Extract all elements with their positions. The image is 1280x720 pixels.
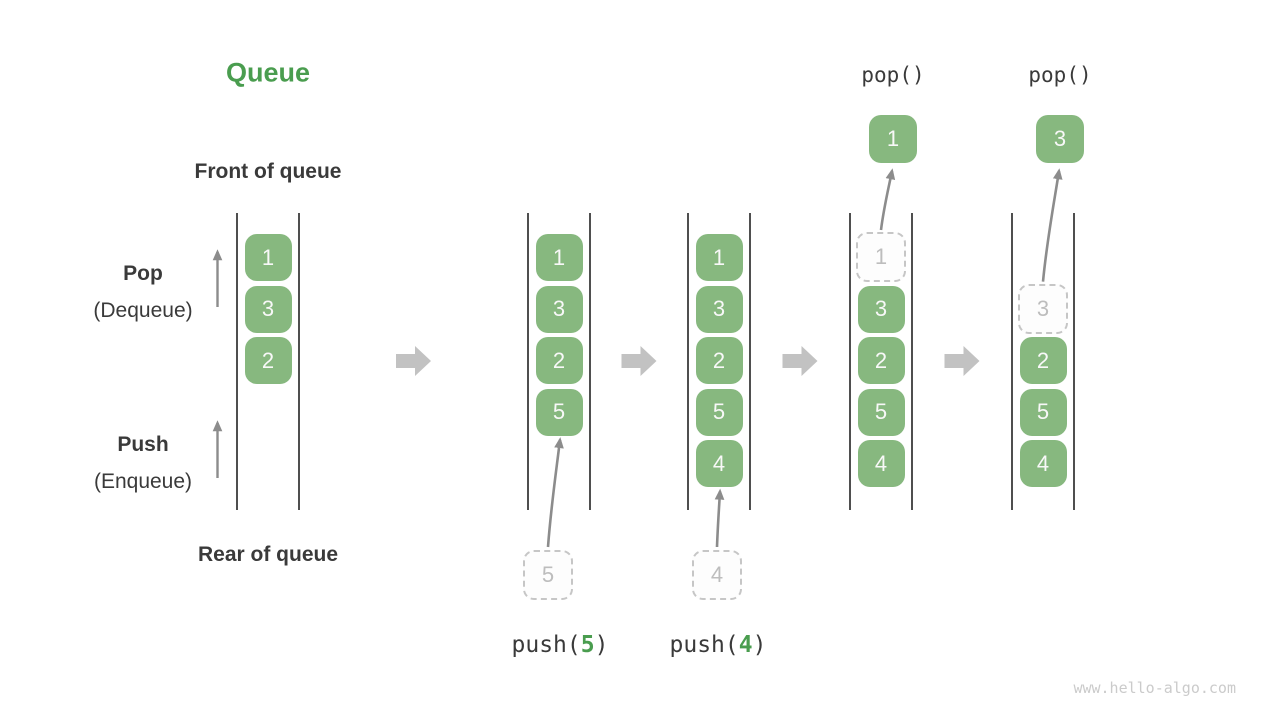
pop-side-label: Pop [123,262,163,285]
staged-push-item: 4 [692,550,742,600]
channel-right-wall [589,213,591,510]
next-state-arrow-icon [621,346,657,376]
pop-arrow [1041,168,1063,282]
pop-operation-label: pop() [861,63,925,87]
queue-item-box: 2 [695,337,743,385]
next-state-arrow-icon [782,346,818,376]
dequeue-side-label: (Dequeue) [93,299,193,322]
push-label-text: ) [752,632,767,658]
removed-item-placeholder: 1 [856,232,906,282]
page-title: Queue [225,57,311,88]
queue-item-box: 4 [695,440,743,488]
queue-item-box: 5 [857,388,905,436]
push-operation-label: push(5) [512,632,609,658]
queue-item-box: 2 [1019,337,1067,385]
queue-item-box: 1 [695,234,743,281]
pop-operation-label: pop() [1028,63,1092,87]
queue-item-box: 5 [535,388,583,436]
queue-item-box: 4 [857,440,905,488]
channel-left-wall [687,213,689,510]
push-arg: 5 [580,632,595,658]
push-label-text: push( [511,632,581,658]
channel-left-wall [236,213,238,510]
queue-item-box: 2 [535,337,583,385]
push-operation-label: push(4) [670,632,767,658]
channel-right-wall [911,213,913,510]
queue-item-box: 3 [535,285,583,333]
popped-item-box: 3 [1036,115,1084,163]
next-state-arrow-icon [396,346,431,376]
popped-item-box: 1 [869,115,917,163]
enqueue-side-label: (Enqueue) [93,470,193,493]
queue-item-box: 2 [244,337,292,385]
queue-item-box: 3 [244,285,292,333]
queue-item-box: 2 [857,337,905,385]
queue-item-box: 1 [244,234,292,281]
push-label-text: push( [669,632,739,658]
front-of-queue-label: Front of queue [194,160,342,183]
queue-item-box: 3 [857,285,905,333]
queue-item-box: 4 [1019,440,1067,488]
channel-left-wall [527,213,529,510]
next-state-arrow-icon [944,346,980,376]
channel-left-wall [1011,213,1013,510]
push-arrow [546,437,564,548]
channel-left-wall [849,213,851,510]
push-arg: 4 [738,632,753,658]
queue-item-box: 3 [695,285,743,333]
removed-item-placeholder: 3 [1018,283,1068,334]
queue-item-box: 5 [695,388,743,436]
watermark: www.hello-algo.com [1073,679,1236,697]
push-side-label: Push [117,433,169,456]
staged-push-item: 5 [523,550,573,600]
push-label-text: ) [594,632,609,658]
pop-arrow [879,168,896,231]
channel-right-wall [749,213,751,510]
rear-of-queue-label: Rear of queue [197,543,339,566]
queue-item-box: 1 [535,234,583,281]
channel-right-wall [298,213,300,510]
push-arrow [714,488,725,548]
channel-right-wall [1073,213,1075,510]
queue-item-box: 5 [1019,388,1067,436]
